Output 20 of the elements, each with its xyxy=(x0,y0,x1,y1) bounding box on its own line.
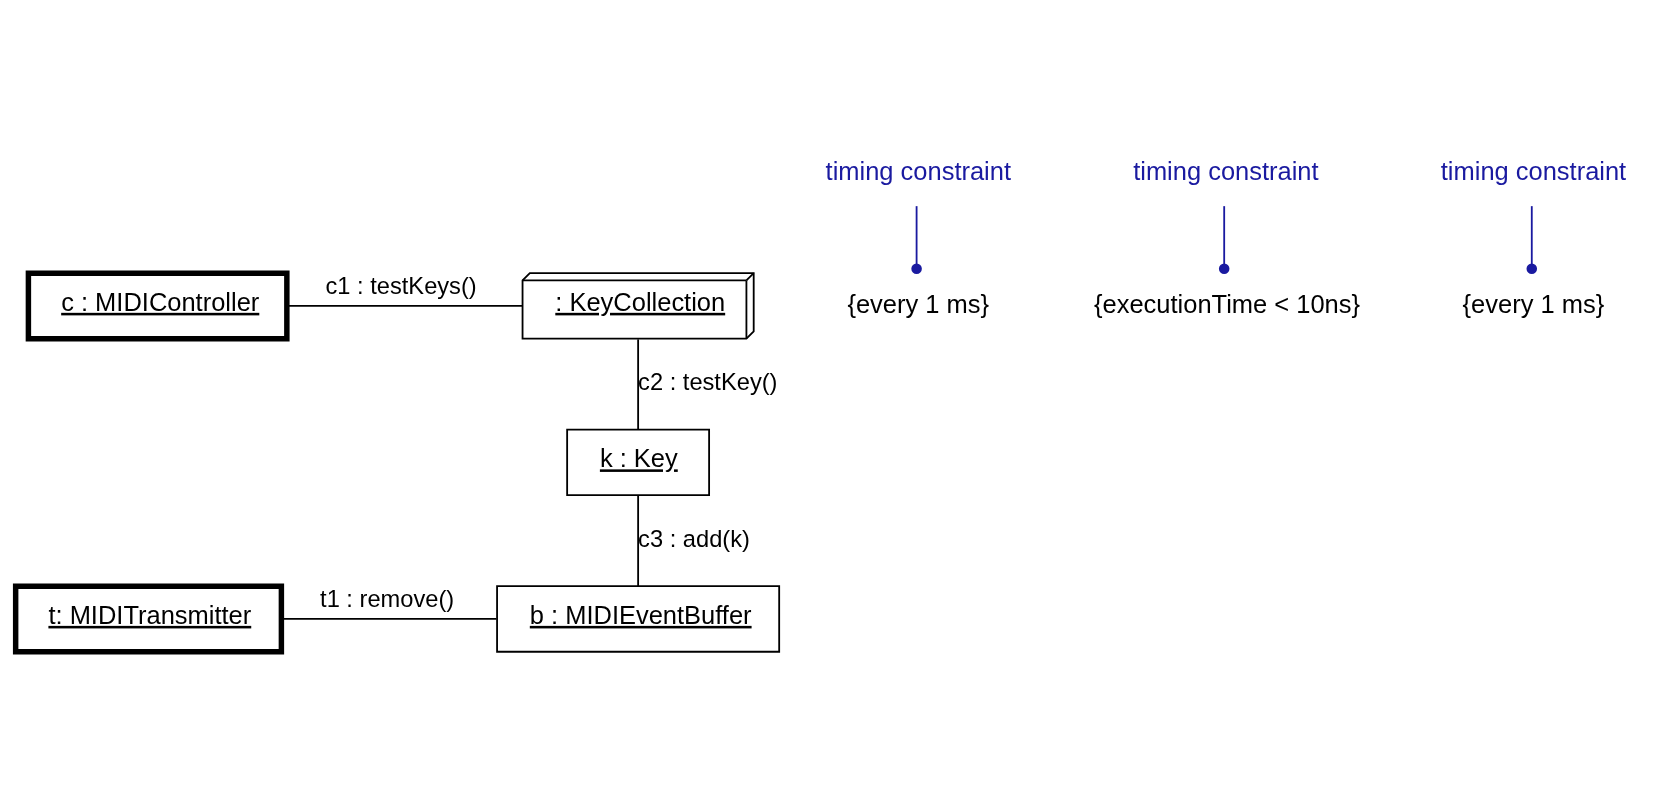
connector xyxy=(1526,205,1538,274)
node-text: {every 1 ms} xyxy=(847,289,989,318)
edge-label: c2 : testKey() xyxy=(638,369,778,396)
node-text: {executionTime < 10ns} xyxy=(1094,289,1360,318)
node-box: k : Key xyxy=(566,428,710,497)
connector xyxy=(637,338,640,431)
connector xyxy=(637,495,640,587)
node-box: b : MIDIEventBuffer xyxy=(496,585,781,653)
node-text: timing constraint xyxy=(1440,156,1627,185)
node-text: timing constraint xyxy=(825,156,1012,185)
connector xyxy=(1218,205,1230,274)
node-text: {every 1 ms} xyxy=(1462,289,1605,318)
connector xyxy=(286,305,524,307)
connector xyxy=(911,205,922,274)
node-box: c : MIDIController xyxy=(25,270,290,342)
node-text: timing constraint xyxy=(1133,156,1319,185)
edge-label: t1 : remove() xyxy=(320,585,455,612)
node-box: t: MIDITransmitter xyxy=(12,583,285,655)
edge-label: c1 : testKeys() xyxy=(325,272,477,299)
edge-label: c3 : add(k) xyxy=(638,525,750,552)
